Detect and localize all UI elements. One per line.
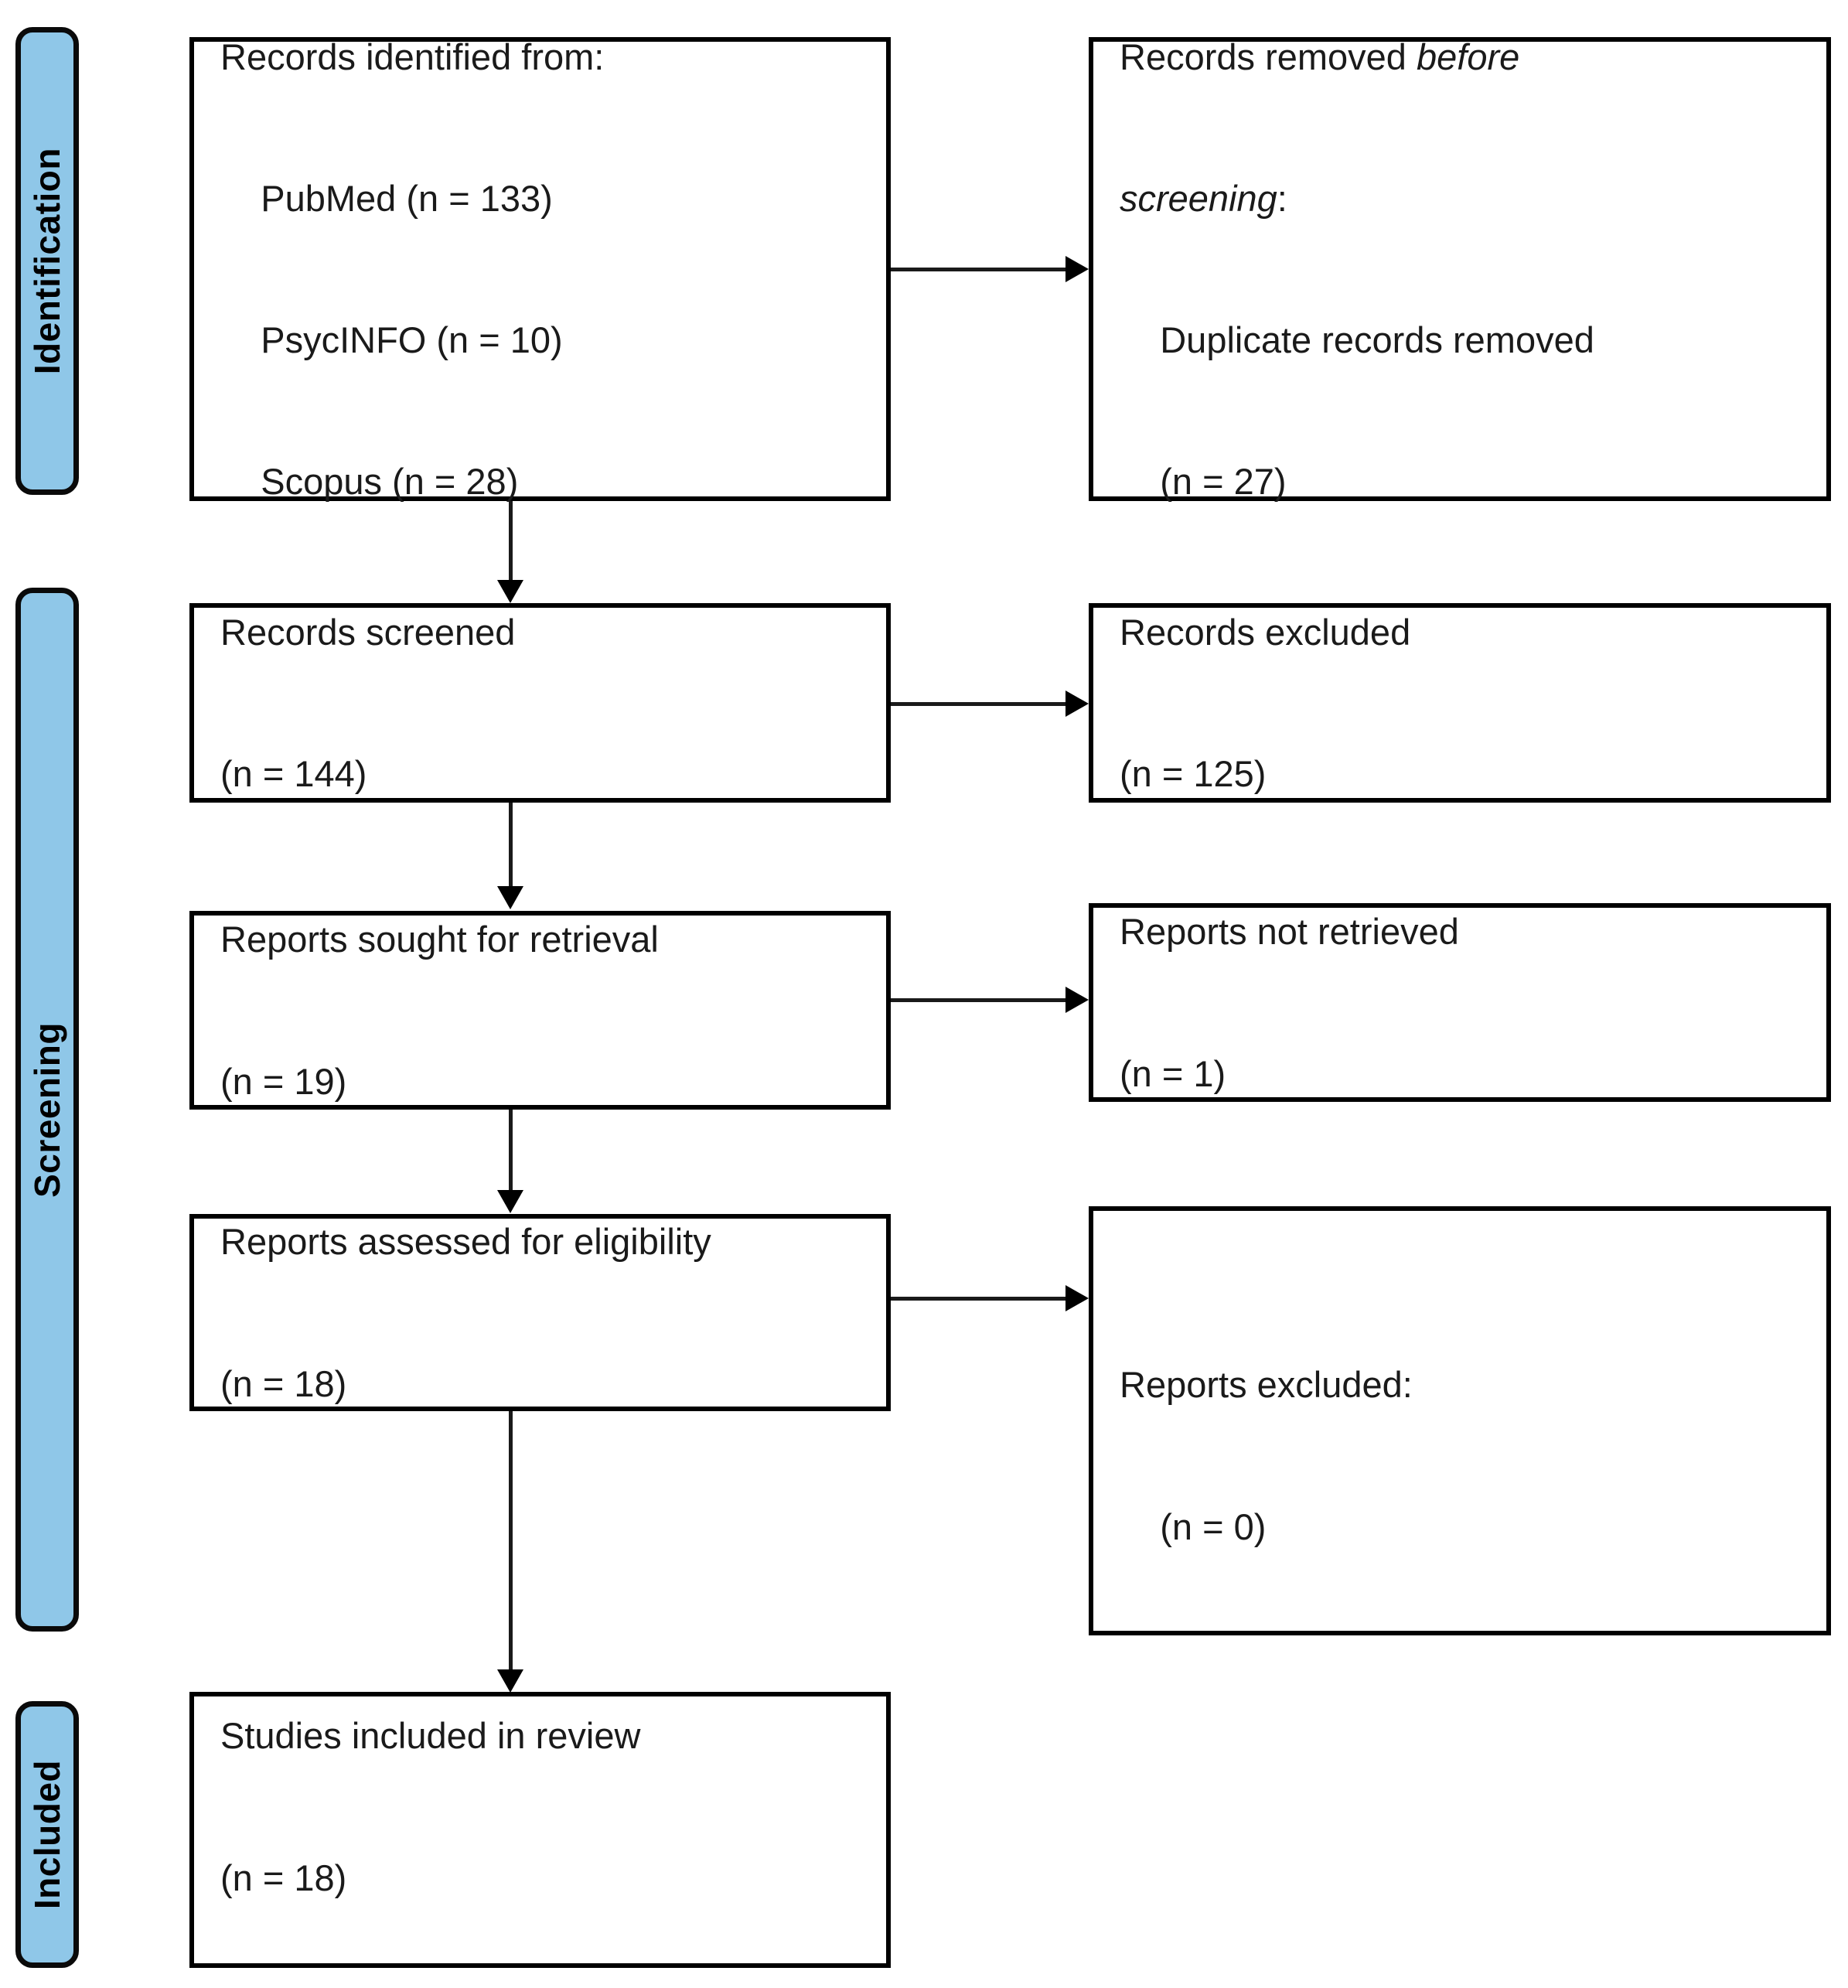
box-reports-sought-text: Reports sought for retrieval (n = 19) (194, 821, 886, 1199)
records-removed-line-1-emph: before (1417, 36, 1520, 77)
box-reports-excluded: Reports excluded: (n = 0) (1089, 1206, 1831, 1635)
records-identified-line-4: Scopus (n = 28) (220, 461, 519, 503)
box-records-identified-text: Records identified from: PubMed (n = 133… (194, 0, 886, 600)
connector-screened-to-excluded-line (891, 702, 1069, 706)
records-removed-line-2-emph: screening (1120, 177, 1277, 219)
connector-sought-to-assessed-line (509, 1110, 513, 1193)
box-reports-excluded-text: Reports excluded: (n = 0) (1093, 1267, 1826, 1645)
box-reports-assessed-text: Reports assessed for eligibility (n = 18… (194, 1124, 886, 1502)
connector-screened-to-sought-arrowhead (497, 886, 523, 909)
connector-sought-to-not-retrieved-line (891, 998, 1069, 1002)
connector-sought-to-assessed-arrowhead (497, 1190, 523, 1213)
connector-assessed-to-included-line (509, 1411, 513, 1673)
records-removed-line-4: (n = 27) (1120, 461, 1287, 503)
records-excluded-line-1: Records excluded (1120, 611, 1411, 653)
box-records-screened-text: Records screened (n = 144) (194, 514, 886, 892)
records-excluded-line-2: (n = 125) (1120, 753, 1267, 795)
stage-bar-included: Included (15, 1701, 79, 1968)
box-reports-not-retrieved-text: Reports not retrieved (n = 1) (1093, 813, 1826, 1192)
box-records-screened: Records screened (n = 144) (189, 603, 891, 803)
connector-identified-to-removed-arrowhead (1065, 256, 1089, 282)
stage-bar-screening: Screening (15, 588, 79, 1632)
studies-included-line-2: (n = 18) (220, 1857, 347, 1898)
box-reports-not-retrieved: Reports not retrieved (n = 1) (1089, 903, 1831, 1102)
connector-identified-to-screened-arrowhead (497, 580, 523, 603)
stage-bar-identification: Identification (15, 27, 79, 495)
connector-screened-to-excluded-arrowhead (1065, 691, 1089, 717)
records-identified-line-2: PubMed (n = 133) (220, 177, 553, 219)
box-records-removed-text: Records removed before screening: Duplic… (1093, 0, 1826, 600)
records-identified-line-1: Records identified from: (220, 36, 605, 77)
box-records-removed-before-screening: Records removed before screening: Duplic… (1089, 36, 1831, 502)
reports-assessed-line-2: (n = 18) (220, 1362, 347, 1404)
records-identified-line-3: PsycINFO (n = 10) (220, 319, 563, 361)
records-screened-line-2: (n = 144) (220, 753, 367, 795)
records-removed-line-3: Duplicate records removed (1120, 319, 1594, 361)
box-reports-assessed: Reports assessed for eligibility (n = 18… (189, 1214, 891, 1411)
reports-not-retrieved-line-2: (n = 1) (1120, 1052, 1226, 1094)
connector-assessed-to-included-arrowhead (497, 1669, 523, 1693)
records-removed-line-2: screening: (1120, 175, 1800, 222)
records-screened-line-1: Records screened (220, 611, 516, 653)
records-removed-line-2-colon: : (1277, 177, 1287, 219)
box-studies-included-text: Studies included in review (n = 18) (194, 1618, 886, 1988)
stage-label-included: Included (27, 1759, 67, 1910)
connector-sought-to-not-retrieved-arrowhead (1065, 987, 1089, 1013)
connector-assessed-to-excluded-arrowhead (1065, 1285, 1089, 1311)
connector-identified-to-screened-line (509, 501, 513, 583)
box-records-excluded-text: Records excluded (n = 125) (1093, 514, 1826, 892)
reports-excluded-line-2: (n = 0) (1120, 1505, 1267, 1547)
reports-sought-line-1: Reports sought for retrieval (220, 919, 659, 960)
box-studies-included: Studies included in review (n = 18) (189, 1692, 891, 1968)
box-reports-sought: Reports sought for retrieval (n = 19) (189, 911, 891, 1110)
stage-label-identification: Identification (27, 147, 67, 375)
connector-screened-to-sought-line (509, 803, 513, 889)
connector-assessed-to-excluded-line (891, 1297, 1069, 1301)
reports-excluded-line-1: Reports excluded: (1120, 1364, 1413, 1406)
studies-included-line-1: Studies included in review (220, 1715, 641, 1757)
reports-not-retrieved-line-1: Reports not retrieved (1120, 911, 1459, 953)
records-removed-line-1: Records removed before (1120, 33, 1800, 80)
reports-assessed-line-1: Reports assessed for eligibility (220, 1221, 711, 1263)
reports-sought-line-2: (n = 19) (220, 1060, 347, 1102)
records-removed-line-1-plain: Records removed (1120, 36, 1417, 77)
box-records-identified: Records identified from: PubMed (n = 133… (189, 36, 891, 502)
connector-identified-to-removed-line (891, 268, 1069, 271)
stage-label-screening: Screening (27, 1021, 67, 1198)
box-records-excluded: Records excluded (n = 125) (1089, 603, 1831, 803)
